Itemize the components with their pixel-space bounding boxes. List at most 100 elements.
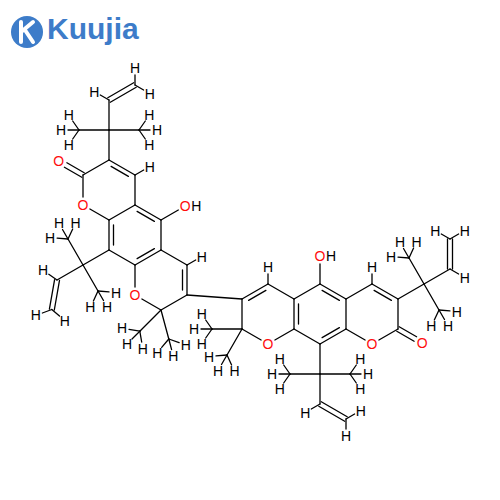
- bond-line: [187, 295, 242, 299]
- bond-line: [293, 299, 294, 329]
- atom-label: H: [122, 337, 132, 351]
- bond-line: [374, 290, 391, 300]
- atom-label: O: [417, 336, 428, 350]
- atom-label: H: [356, 404, 366, 418]
- logo-mark: [21, 22, 33, 42]
- atom-label: H: [341, 429, 351, 443]
- bond-line: [346, 329, 365, 340]
- atom-label: H: [197, 307, 207, 321]
- bond-line: [161, 210, 178, 220]
- bond-line: [169, 339, 172, 350]
- bond-line: [322, 290, 339, 300]
- atom-label: H: [412, 235, 422, 249]
- bond-line: [450, 269, 459, 274]
- bond-line: [371, 274, 372, 284]
- bond-line: [186, 265, 187, 295]
- bond-line: [206, 320, 212, 329]
- atom-label: H: [367, 260, 377, 274]
- atom-label: H: [189, 322, 199, 336]
- atom-label: H: [145, 87, 155, 101]
- bond-line: [63, 230, 69, 240]
- atom-label: H: [144, 108, 154, 122]
- bond-line: [346, 414, 355, 419]
- atom-label: O: [315, 249, 326, 263]
- bond-line: [140, 331, 142, 342]
- bond-line: [83, 265, 98, 291]
- bond-line: [49, 274, 57, 280]
- atom-label: H: [152, 123, 162, 137]
- atom-label: H: [181, 338, 191, 352]
- bond-line: [346, 284, 372, 299]
- atom-label: H: [60, 314, 70, 328]
- bond-line: [242, 329, 261, 340]
- bond-line: [68, 229, 73, 239]
- bond-line: [108, 220, 109, 250]
- bond-line: [267, 274, 268, 284]
- bond-line: [98, 290, 109, 292]
- bond-line: [137, 249, 154, 259]
- bond-line: [68, 239, 83, 265]
- bond-line: [227, 329, 242, 355]
- bond-line: [64, 167, 81, 177]
- bond-line: [447, 239, 448, 269]
- bond-line: [409, 258, 424, 284]
- atom-label: H: [130, 61, 140, 75]
- bond-line: [319, 344, 320, 374]
- watermark-logo: Kuujia: [47, 12, 139, 45]
- atom-label: O: [130, 288, 141, 302]
- bond-line: [424, 284, 439, 310]
- bond-line: [379, 329, 398, 340]
- atom-label: H: [64, 138, 74, 152]
- atom-label: H: [144, 138, 154, 152]
- bond-line: [450, 234, 459, 239]
- bond-line: [134, 175, 135, 205]
- atom-label: H: [460, 271, 470, 285]
- atom-label: H: [89, 85, 99, 99]
- bond-line: [311, 404, 320, 409]
- atom-label: H: [430, 224, 440, 238]
- bond-line: [82, 175, 83, 197]
- bond-line: [140, 310, 161, 331]
- atom-label: H: [197, 337, 207, 351]
- bond-line: [42, 310, 51, 314]
- bond-line: [284, 365, 290, 374]
- atom-label: O: [78, 198, 89, 212]
- bond-line: [160, 220, 161, 250]
- atom-label: H: [152, 346, 162, 360]
- atom-label: H: [355, 352, 365, 366]
- bond-line: [109, 205, 135, 220]
- atom-label: O: [263, 337, 274, 351]
- bond-line: [54, 280, 59, 310]
- atom-label: H: [45, 231, 55, 245]
- bond-line: [90, 209, 109, 220]
- atom-label: H: [263, 260, 273, 274]
- bond-line: [212, 328, 242, 329]
- bond-line: [350, 373, 361, 374]
- atom-label: O: [180, 199, 191, 213]
- bond-line: [109, 250, 135, 265]
- bond-line: [162, 339, 169, 347]
- atom-label: H: [355, 382, 365, 396]
- bond-line: [319, 374, 320, 404]
- bond-line: [279, 373, 290, 374]
- atom-label: H: [138, 342, 148, 356]
- bond-line: [108, 83, 134, 98]
- bond-line: [298, 304, 299, 324]
- atom-label: H: [460, 224, 470, 238]
- atom-label: H: [111, 286, 121, 300]
- bond-line: [399, 327, 416, 337]
- bond-line: [79, 129, 109, 130]
- atom-label: H: [56, 123, 66, 137]
- bond-line: [187, 260, 196, 265]
- atom-label: H: [275, 382, 285, 396]
- atom-label: H: [386, 250, 396, 264]
- bond-line: [108, 130, 109, 160]
- atom-label: H: [38, 263, 48, 277]
- bond-line: [57, 237, 68, 239]
- atom-label: H: [54, 216, 64, 230]
- bond-line: [73, 121, 79, 130]
- bond-line: [49, 280, 54, 310]
- atom-label: H: [275, 352, 285, 366]
- atom-label: O: [53, 154, 64, 168]
